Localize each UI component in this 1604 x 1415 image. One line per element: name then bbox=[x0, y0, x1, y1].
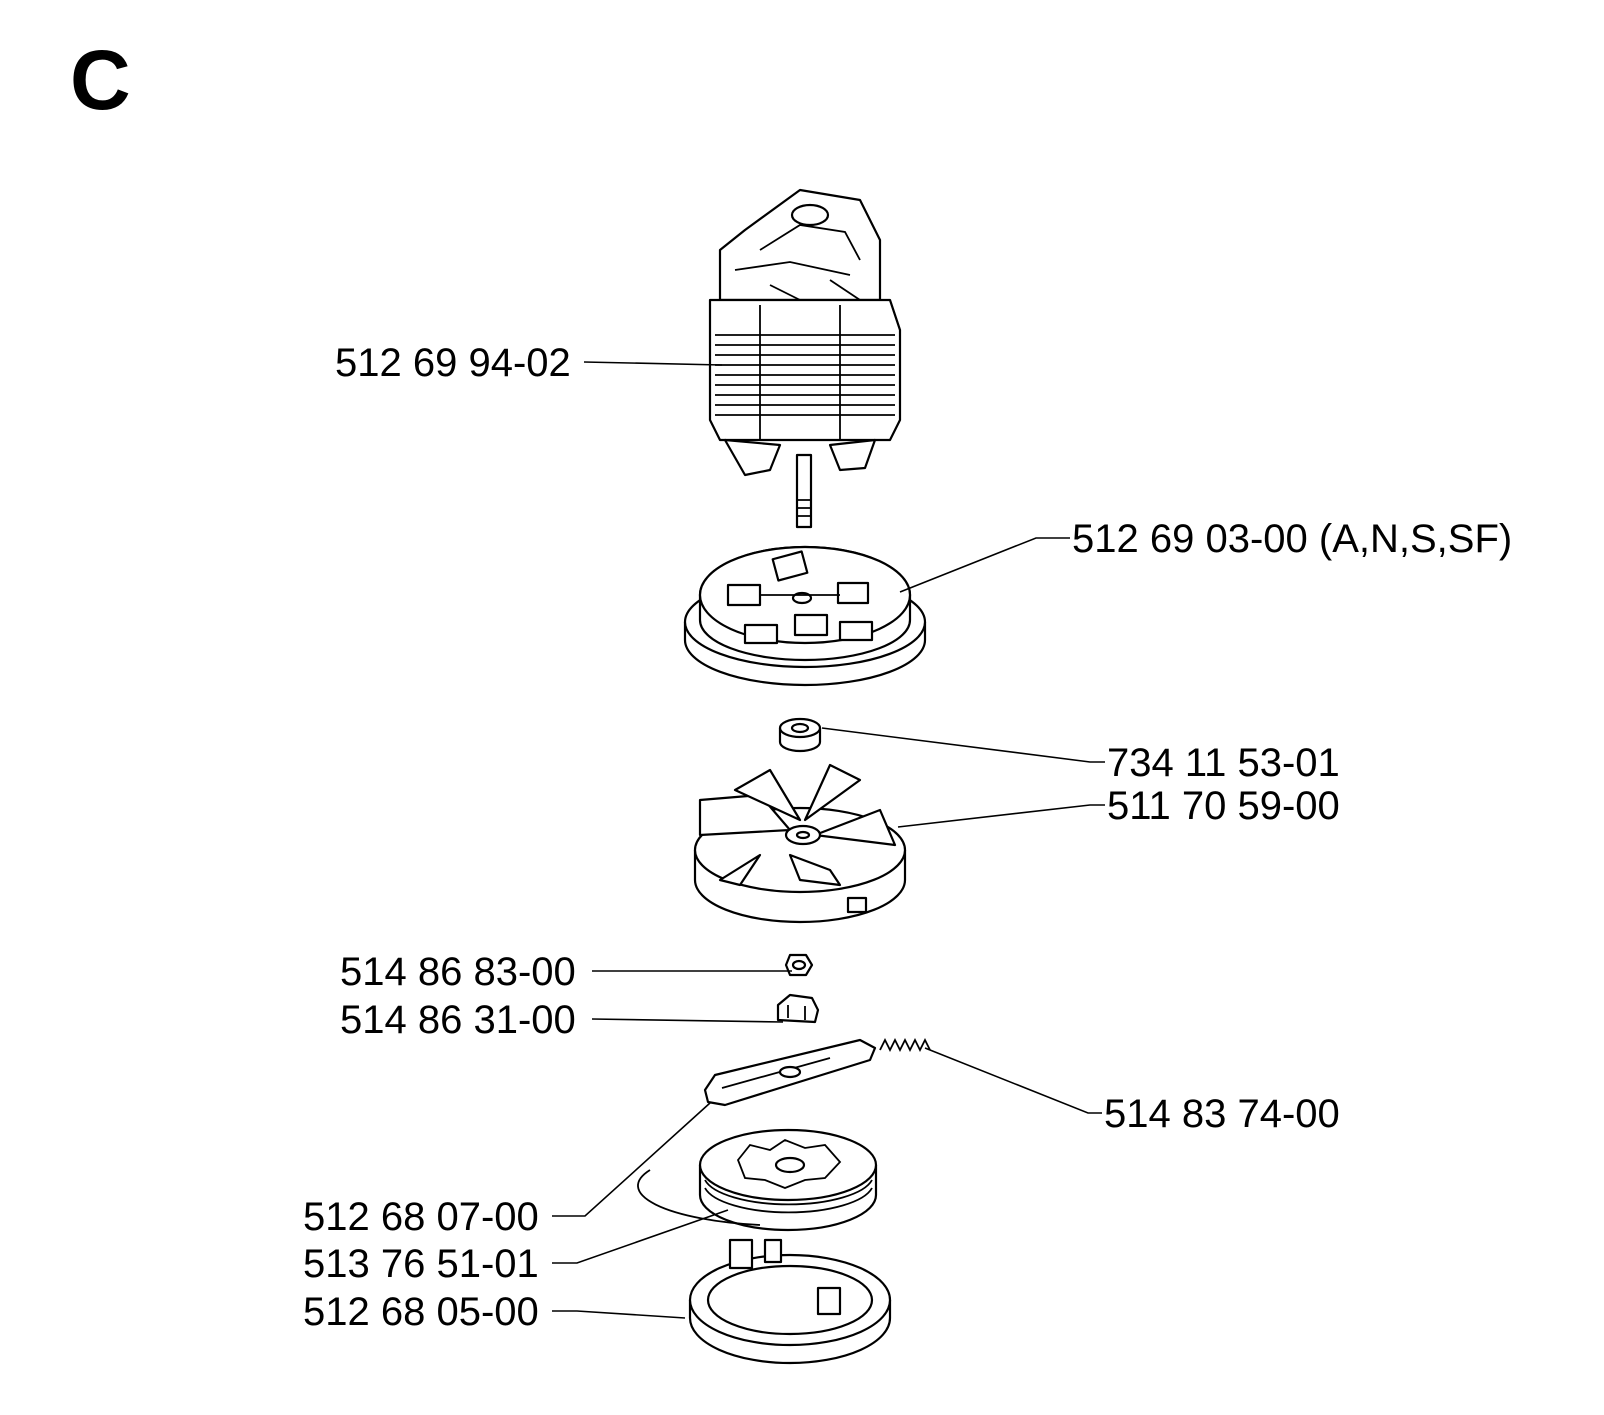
part-label-spool: 513 76 51-01 bbox=[303, 1242, 539, 1286]
part-label-fan: 511 70 59-00 bbox=[1107, 784, 1340, 828]
part-label-spring: 514 83 74-00 bbox=[1104, 1092, 1340, 1136]
part-label-nut: 514 86 83-00 bbox=[340, 950, 576, 994]
leader-line-spring bbox=[924, 1047, 1102, 1114]
bushing-icon bbox=[778, 717, 822, 753]
part-label-motor: 512 69 94-02 bbox=[335, 341, 571, 385]
leader-line-lever bbox=[552, 1102, 711, 1217]
brush-holder-plate-icon bbox=[683, 545, 927, 687]
part-label-brush-holder: 512 69 03-00 (A,N,S,SF) bbox=[1072, 517, 1513, 561]
lever-icon bbox=[703, 1038, 877, 1107]
leader-line-brush-holder bbox=[899, 537, 1070, 593]
part-label-clip: 514 86 31-00 bbox=[340, 998, 576, 1042]
electric-motor-icon bbox=[708, 188, 902, 529]
leader-line-motor bbox=[583, 361, 723, 366]
part-label-spool-cover: 512 68 05-00 bbox=[303, 1290, 539, 1334]
part-label-bushing: 734 11 53-01 bbox=[1107, 741, 1340, 785]
leader-line-spool bbox=[552, 1209, 729, 1264]
leader-line-fan bbox=[897, 804, 1105, 828]
part-label-lever: 512 68 07-00 bbox=[303, 1195, 539, 1239]
leader-line-bushing bbox=[821, 727, 1105, 763]
trimmer-spool-icon bbox=[637, 1128, 878, 1232]
leader-line-spool-cover bbox=[552, 1310, 686, 1319]
leader-line-clip bbox=[591, 1018, 784, 1023]
spool-cover-ring-icon bbox=[688, 1238, 892, 1365]
nut-icon bbox=[784, 953, 814, 977]
leader-lines bbox=[552, 361, 1105, 1319]
clip-icon bbox=[776, 993, 820, 1024]
section-letter: C bbox=[70, 33, 131, 127]
spring-icon bbox=[879, 1037, 931, 1053]
fan-impeller-icon bbox=[693, 763, 907, 924]
